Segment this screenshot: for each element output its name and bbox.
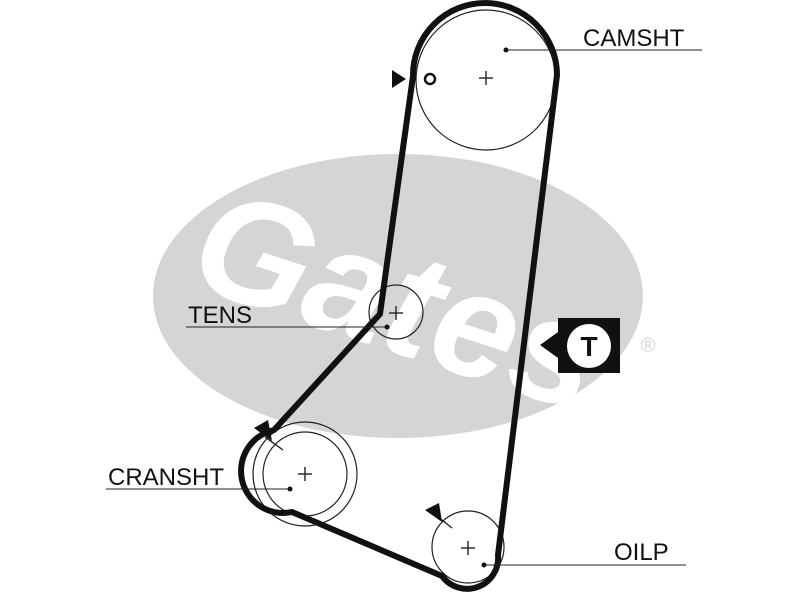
tension-badge-circle [567,324,611,368]
logo-registered-mark: ® [641,335,656,357]
label-tensioner: TENS [188,302,252,329]
crankshaft-center-mark [298,467,312,481]
tensioner-leader-dot [384,324,390,330]
oil-pump-center-mark [461,541,475,555]
crankshaft-pulley-outer [252,421,358,527]
oil-pump-leader-dot [481,562,487,568]
oil-pump-timing-arrow-icon [425,503,442,522]
camshaft-timing-arrow-icon [392,70,406,88]
crankshaft-timing-arrow-icon [254,420,272,441]
oil-pump-timing-notch-icon [436,515,453,529]
crankshaft-leader-dot [287,486,293,492]
tensioner-pulley [368,284,424,340]
tension-badge-label: T [580,331,597,362]
oil-pump-timing-mark [425,503,453,529]
camshaft-center-mark [479,71,493,85]
crankshaft-timing-notch-icon [264,436,284,451]
tensioner-center-mark [389,306,403,320]
oil-pump-pulley [431,510,505,584]
crankshaft-timing-mark [254,420,284,451]
camshaft-leader-dot [503,47,509,53]
label-crankshaft: CRANSHT [108,464,224,491]
tension-badge: T [540,318,620,373]
label-oil-pump: OILP [614,539,669,566]
timing-belt [238,0,560,592]
tension-badge-pointer-icon [540,332,558,358]
camshaft-timing-dot-icon [423,72,437,86]
camshaft-timing-mark [392,70,437,88]
gates-logo-watermark: Gates ® [153,154,656,443]
label-camshaft: CAMSHT [583,25,685,52]
